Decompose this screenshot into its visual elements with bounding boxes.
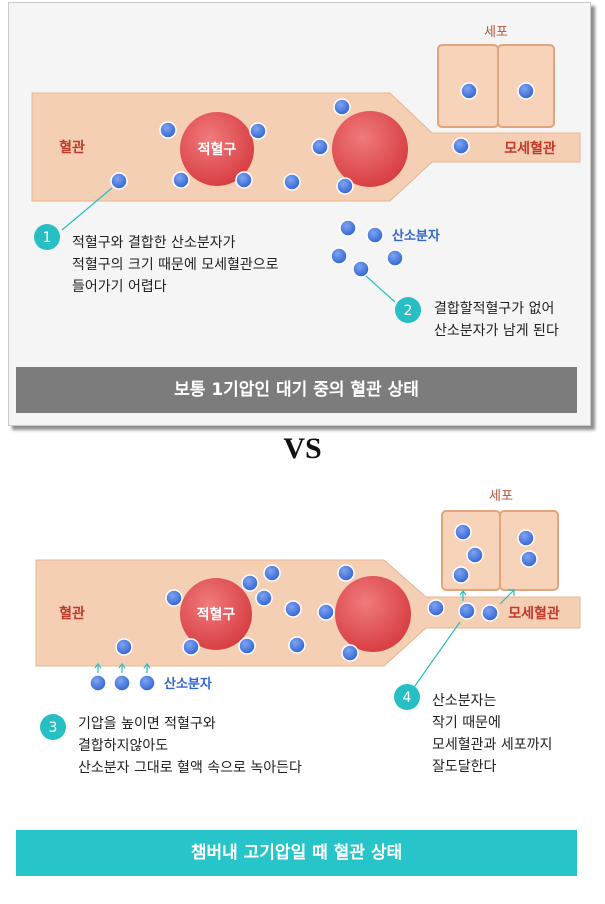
oxygen-molecule bbox=[89, 674, 107, 692]
caption-high-pressure: 챔버내 고기압일 때 혈관 상태 bbox=[16, 830, 577, 876]
oxygen-molecule bbox=[460, 82, 478, 100]
note-1-line: 들어가기 어렵다 bbox=[72, 279, 167, 295]
vessel-label: 혈관 bbox=[59, 605, 85, 622]
note-4: 산소분자는 작기 때문에 모세혈관과 세포까지 잘도달한다 bbox=[432, 690, 552, 778]
capillary-label: 모세혈관 bbox=[504, 140, 556, 157]
up-arrow-icon bbox=[94, 663, 102, 673]
oxygen-molecule bbox=[165, 589, 183, 607]
cell-label: 세포 bbox=[489, 489, 513, 504]
up-arrow-icon bbox=[143, 663, 151, 673]
note-3-line: 산소분자 그대로 혈액 속으로 녹아든다 bbox=[78, 760, 302, 776]
oxygen-molecule bbox=[110, 172, 128, 190]
oxygen-molecule bbox=[115, 638, 133, 656]
note-badge bbox=[394, 684, 420, 710]
oxygen-molecule bbox=[263, 564, 281, 582]
oxygen-molecule bbox=[283, 173, 301, 191]
oxygen-molecule bbox=[288, 636, 306, 654]
oxygen-molecule bbox=[466, 546, 484, 564]
oxygen-molecule bbox=[333, 98, 351, 116]
vessel-label: 혈관 bbox=[59, 139, 85, 156]
oxygen-molecule bbox=[339, 219, 357, 237]
oxygen-molecules bbox=[110, 82, 535, 278]
note-4-line: 모세혈관과 세포까지 bbox=[432, 737, 553, 753]
vs-label: VS bbox=[283, 432, 322, 465]
blood-vessel bbox=[31, 92, 581, 202]
oxygen-molecule bbox=[255, 589, 273, 607]
note-3-line: 기압을 높이면 적혈구와 bbox=[78, 716, 216, 732]
rbc-label: 적혈구 bbox=[197, 606, 236, 623]
note-badge bbox=[395, 297, 421, 323]
note-1-line: 적혈구의 크기 때문에 모세혈관으로 bbox=[72, 257, 279, 273]
red-blood-cell bbox=[180, 578, 252, 650]
oxygen-molecule bbox=[235, 171, 253, 189]
oxygen-molecule bbox=[352, 260, 370, 278]
top-diagram: 세포 혈관 모세혈관 적혈구 산소분자 bbox=[31, 25, 581, 323]
oxygen-molecule bbox=[452, 137, 470, 155]
oxygen-label: 산소분자 bbox=[164, 676, 212, 692]
note-2: 결합할적혈구가 없어 산소분자가 남게 된다 bbox=[434, 298, 559, 342]
oxygen-molecule bbox=[138, 674, 156, 692]
oxygen-molecule bbox=[330, 247, 348, 265]
note-badge-number: 2 bbox=[404, 303, 413, 319]
note-badge-number: 1 bbox=[43, 230, 52, 246]
note-badge-number: 4 bbox=[403, 690, 412, 706]
cell-label: 세포 bbox=[484, 25, 508, 40]
red-blood-cell bbox=[180, 112, 254, 186]
blood-vessel bbox=[35, 559, 581, 667]
oxygen-molecule bbox=[311, 138, 329, 156]
oxygen-molecule bbox=[520, 550, 538, 568]
capillary-label: 모세혈관 bbox=[508, 605, 560, 622]
note-4-line: 작기 때문에 bbox=[432, 715, 501, 731]
oxygen-molecule bbox=[182, 638, 200, 656]
oxygen-molecule bbox=[113, 674, 131, 692]
oxygen-molecule bbox=[159, 121, 177, 139]
up-arrow-icon bbox=[118, 663, 126, 673]
rbc-label: 적혈구 bbox=[198, 141, 237, 158]
oxygen-molecule bbox=[454, 523, 472, 541]
note-2-line: 결합할적혈구가 없어 bbox=[434, 301, 555, 317]
oxygen-molecule bbox=[241, 574, 259, 592]
note-1-line: 적혈구와 결합한 산소분자가 bbox=[72, 235, 236, 251]
note-3-line: 결합하지않아도 bbox=[78, 738, 169, 754]
oxygen-molecule bbox=[336, 177, 354, 195]
note-badge-number: 3 bbox=[49, 720, 58, 736]
bottom-diagram: 세포 혈관 모세혈관 적혈구 bbox=[35, 489, 581, 740]
oxygen-molecule bbox=[249, 122, 267, 140]
leader-line bbox=[365, 275, 396, 303]
note-4-line: 산소분자는 bbox=[432, 693, 497, 709]
dissolve-arrows bbox=[94, 589, 515, 673]
note-3: 기압을 높이면 적혈구와 결합하지않아도 산소분자 그대로 혈액 속으로 녹아든… bbox=[78, 713, 302, 779]
oxygen-molecule bbox=[284, 600, 302, 618]
note-badge bbox=[34, 224, 60, 250]
oxygen-label: 산소분자 bbox=[392, 228, 440, 244]
oxygen-molecule bbox=[452, 566, 470, 584]
note-1: 적혈구와 결합한 산소분자가 적혈구의 크기 때문에 모세혈관으로 들어가기 어… bbox=[72, 232, 279, 298]
oxygen-molecule bbox=[366, 226, 384, 244]
red-blood-cell bbox=[335, 576, 411, 652]
oxygen-molecule bbox=[341, 644, 359, 662]
oxygen-molecule bbox=[458, 602, 476, 620]
note-2-line: 산소분자가 남게 된다 bbox=[434, 323, 559, 339]
oxygen-molecule bbox=[481, 604, 499, 622]
oxygen-molecule bbox=[337, 564, 355, 582]
oxygen-molecule bbox=[172, 171, 190, 189]
oxygen-molecules bbox=[89, 523, 538, 692]
oxygen-molecule bbox=[427, 599, 445, 617]
oxygen-molecule bbox=[517, 82, 535, 100]
oxygen-molecule bbox=[317, 603, 335, 621]
oxygen-molecule bbox=[238, 637, 256, 655]
leader-line bbox=[411, 621, 461, 691]
leader-line bbox=[61, 187, 113, 231]
note-badge bbox=[40, 714, 66, 740]
up-arrow-icon bbox=[459, 590, 467, 601]
note-4-line: 잘도달한다 bbox=[432, 759, 497, 775]
oxygen-molecule bbox=[386, 249, 404, 267]
red-blood-cell bbox=[332, 111, 408, 187]
caption-normal-pressure: 보통 1기압인 대기 중의 혈관 상태 bbox=[16, 367, 577, 413]
oxygen-molecule bbox=[517, 529, 535, 547]
up-right-arrow-icon bbox=[499, 589, 515, 605]
